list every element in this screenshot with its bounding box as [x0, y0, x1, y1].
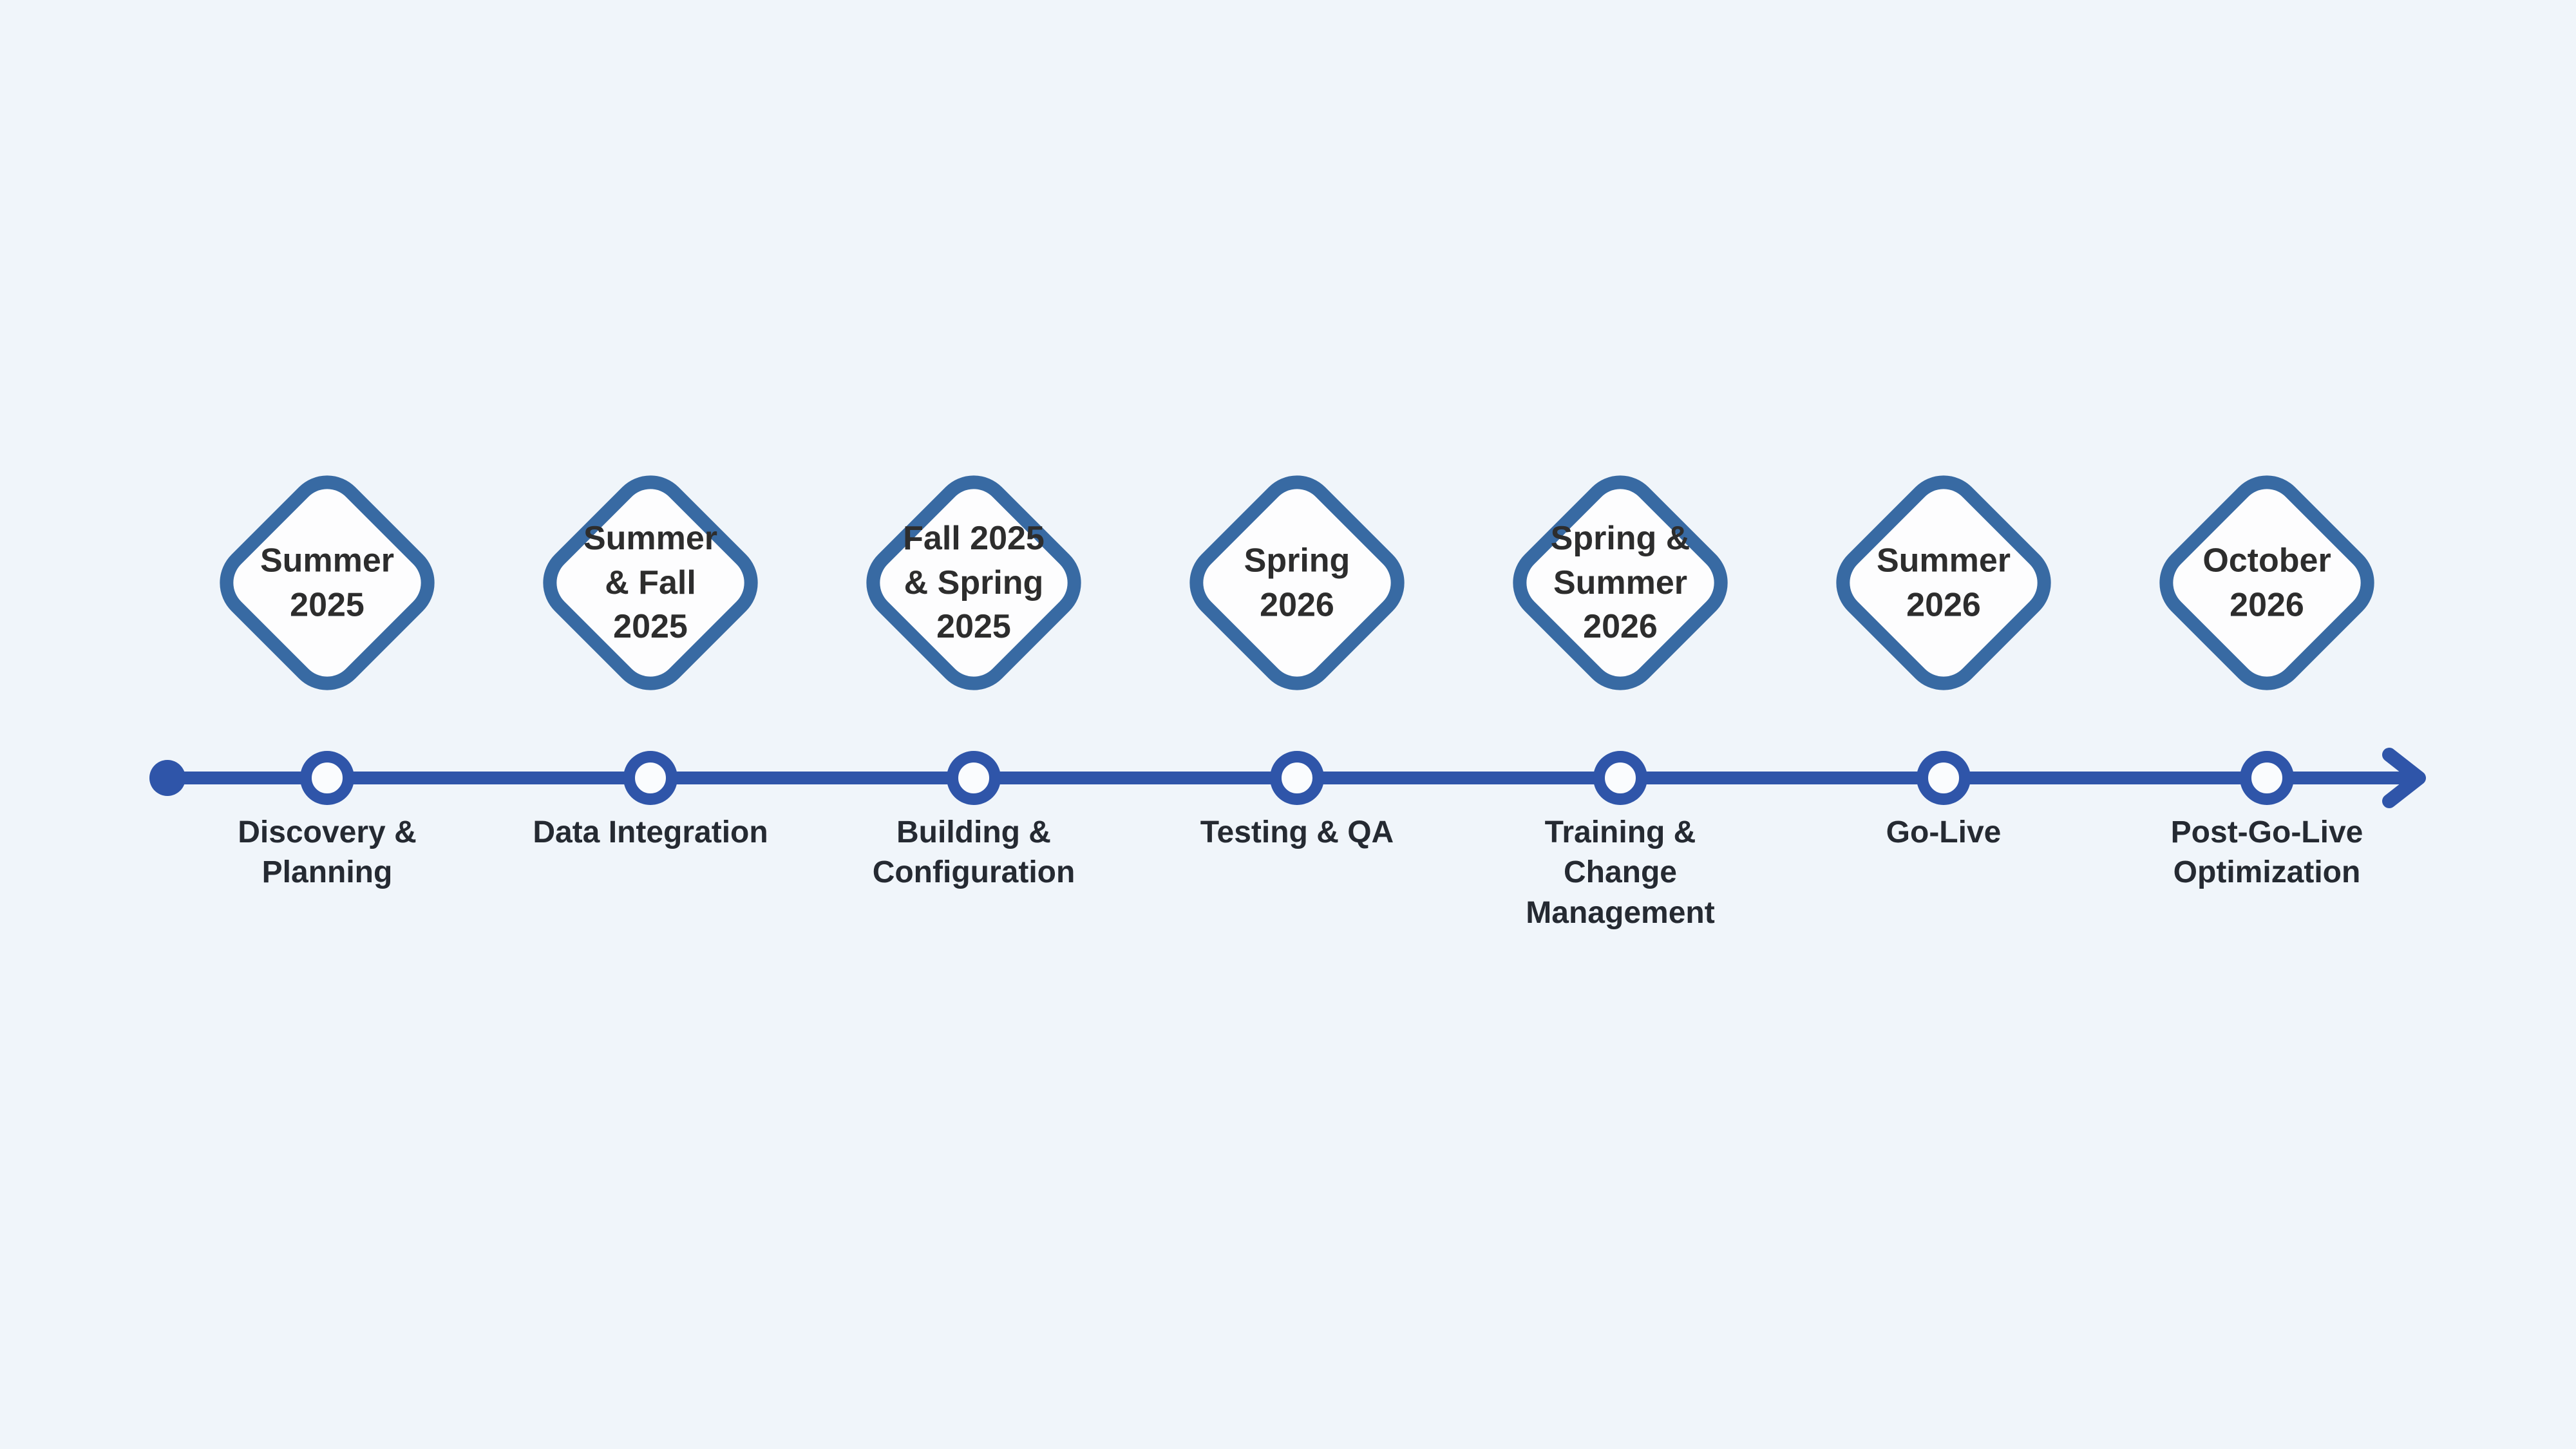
timeline-start-dot	[149, 760, 185, 796]
milestone-label: Training & Change Management	[1526, 815, 1715, 930]
milestone-label: Discovery & Planning	[238, 815, 417, 890]
milestone-date: Spring 2026	[1244, 542, 1350, 623]
milestone-node-circle	[623, 751, 677, 805]
milestone-date: Summer 2025	[260, 542, 395, 623]
milestone-date: Spring & Summer 2026	[1550, 520, 1690, 646]
milestone-label: Post-Go-Live Optimization	[2170, 815, 2363, 890]
milestone-label: Testing & QA	[1200, 815, 1394, 849]
milestone-label: Data Integration	[533, 815, 768, 849]
timeline-arrowhead-icon	[2382, 748, 2426, 808]
milestone-node-circle	[947, 751, 1001, 805]
milestone-node-circle	[2240, 751, 2294, 805]
milestone-date: October 2026	[2202, 542, 2331, 623]
milestone-date: Summer 2026	[1876, 542, 2011, 623]
milestone-node-circle	[1593, 751, 1647, 805]
milestone-label: Building & Configuration	[872, 815, 1075, 890]
milestone-node-circle	[1270, 751, 1324, 805]
milestone-date: Fall 2025 & Spring 2025	[903, 520, 1045, 646]
milestone-node-circle	[1917, 751, 1971, 805]
milestone-node-circle	[300, 751, 354, 805]
milestone-date: Summer & Fall 2025	[583, 520, 718, 646]
milestone-label: Go-Live	[1886, 815, 2002, 849]
